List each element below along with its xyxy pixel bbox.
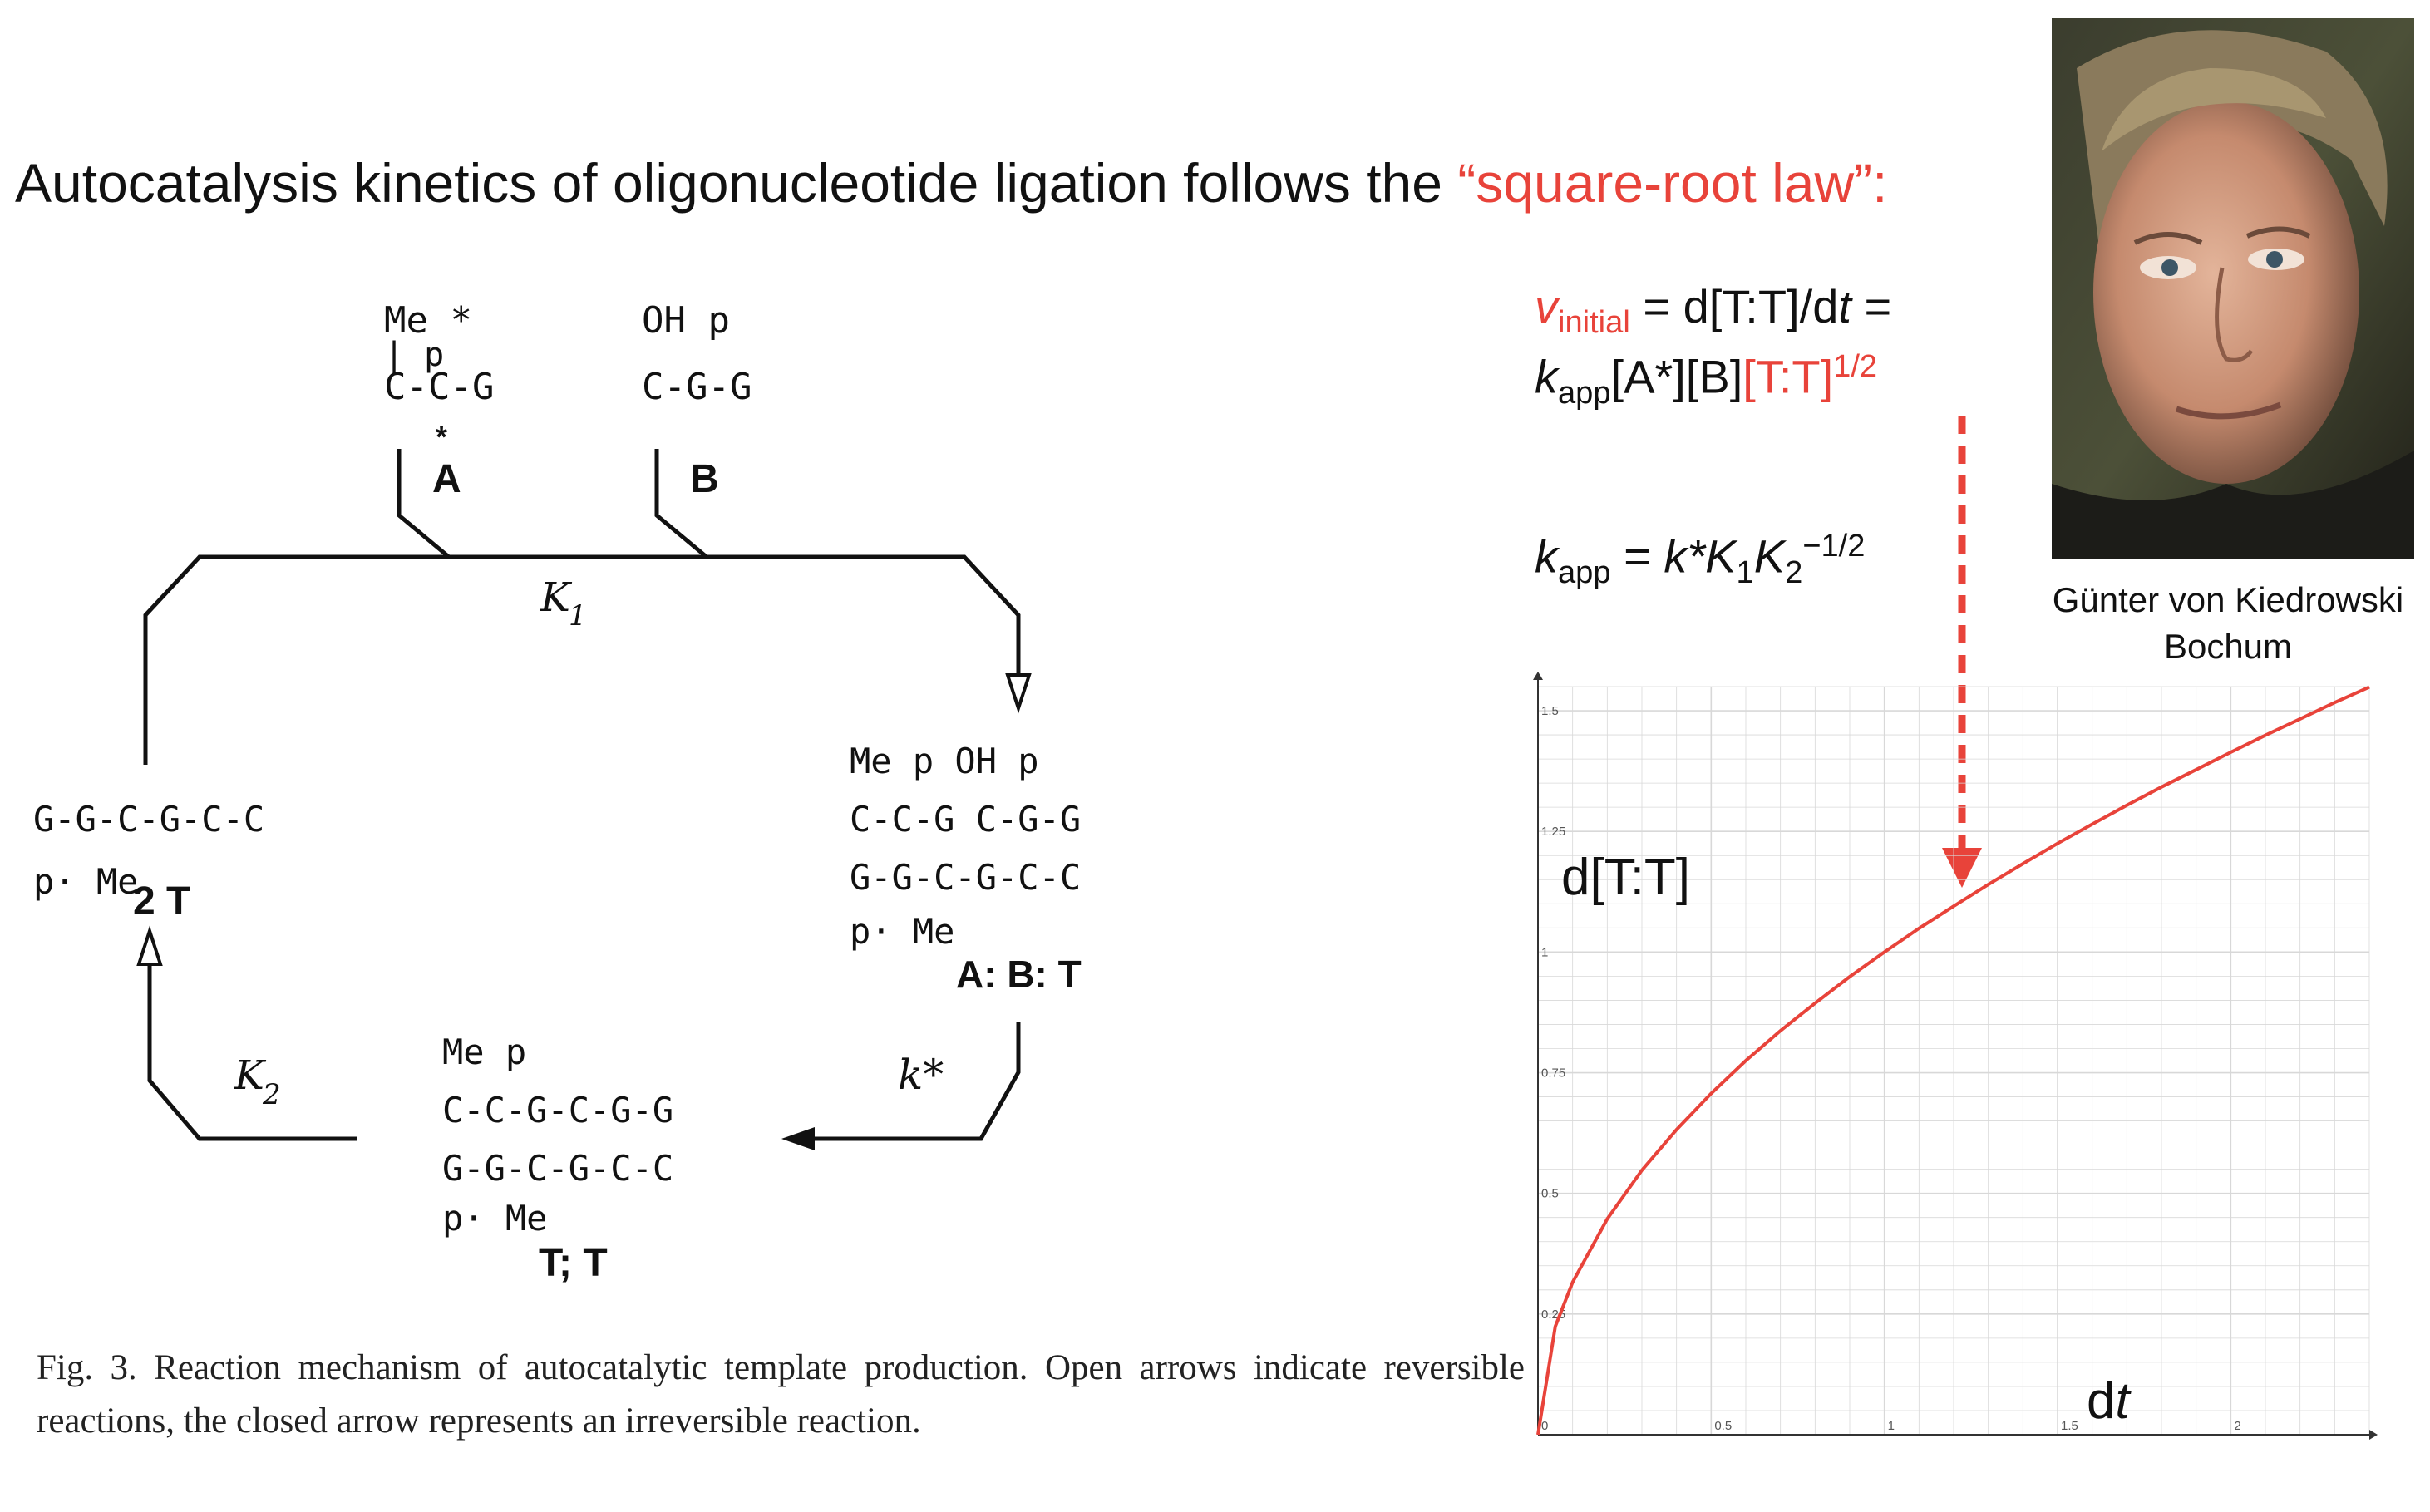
line-b-in <box>654 449 708 559</box>
y-axis-arrow <box>1533 672 1543 680</box>
eq3-K: K <box>1753 529 1786 583</box>
twot-row2: p· Me <box>33 861 138 902</box>
eq3-kstar: k*K <box>1664 529 1737 583</box>
chart-xlabel-t: t <box>2115 1372 2132 1430</box>
headline: Autocatalysis kinetics of oligonucleotid… <box>15 151 1887 214</box>
y-tick-label: 1.5 <box>1541 704 1559 718</box>
eq2-exp: 1/2 <box>1833 349 1878 384</box>
line-k2 <box>147 964 357 1141</box>
equation-rate-law: kapp[A*][B][T:T]1/2 <box>1535 349 1877 411</box>
a-mol-row2: | p <box>384 336 444 374</box>
chart-xlabel-d: d <box>2087 1372 2115 1430</box>
headline-text: Autocatalysis kinetics of oligonucleotid… <box>15 152 1458 214</box>
x-tick-label: 1 <box>1888 1419 1895 1433</box>
tt-row2: C-C-G-C-G-G <box>442 1090 673 1130</box>
eq1-rhs: = d[T:T]/d <box>1629 280 1839 332</box>
label-a: A <box>432 457 461 501</box>
abt-row4: p· Me <box>850 911 954 952</box>
portrait-name: Günter von Kiedrowski <box>2052 580 2404 619</box>
b-mol-row1: OH p <box>642 299 730 342</box>
y-tick-label: 1.25 <box>1541 825 1565 839</box>
label-abt: A: B: T <box>956 953 1082 996</box>
chart-grid <box>1537 686 2370 1436</box>
b-mol-row2: C-G-G <box>642 366 752 408</box>
eq2-k-sub: app <box>1558 375 1611 411</box>
eq3-sub2: 2 <box>1785 554 1803 590</box>
eq2-mid: [A*][B] <box>1610 350 1743 403</box>
chart-xlabel: dt <box>2087 1372 2132 1430</box>
eq2-k: k <box>1535 350 1558 403</box>
eq3-k: k <box>1535 529 1558 583</box>
x-tick-label: 2 <box>2234 1419 2240 1433</box>
equation-kapp: kapp = k*K1K2−1/2 <box>1535 529 1865 591</box>
headline-highlight: “square-root law”: <box>1457 152 1888 214</box>
eq3-sub1: 1 <box>1736 554 1754 590</box>
eq2-tt: [T:T] <box>1742 350 1834 403</box>
line-top <box>143 554 1021 765</box>
label-k1-sub: 1 <box>569 599 587 633</box>
chart-ylabel: d[T:T] <box>1561 849 1690 906</box>
label-k2-sub: 2 <box>262 1078 281 1111</box>
reaction-cycle-diagram: Me * | p C-C-G A * OH p C-G-G B K 1 Me p… <box>33 299 1082 1285</box>
tt-row1: Me p <box>442 1032 526 1072</box>
label-b: B <box>690 457 719 501</box>
label-k2: K <box>234 1052 267 1099</box>
eq3-k-sub: app <box>1558 554 1611 590</box>
eq1-t: t <box>1838 280 1851 332</box>
y-tick-label: 0.75 <box>1541 1066 1565 1081</box>
portrait-photo <box>2052 18 2414 559</box>
eq1-v-sub: initial <box>1558 305 1630 341</box>
open-arrowhead-left <box>136 925 163 966</box>
portrait-place: Bochum <box>2163 627 2293 666</box>
abt-row2: C-C-G C-G-G <box>850 799 1081 840</box>
label-tt: T; T <box>539 1241 608 1285</box>
chart-sqrt-curve <box>1536 685 2370 1436</box>
abt-row3: G-G-C-G-C-C <box>850 857 1081 898</box>
chart-axes <box>1533 672 2378 1440</box>
x-tick-label: 0 <box>1541 1419 1548 1433</box>
dashed-arrow <box>1942 416 1982 888</box>
eq1-v: v <box>1535 280 1558 332</box>
tt-row3: G-G-C-G-C-C <box>442 1148 673 1189</box>
eq1-end: = <box>1851 280 1892 332</box>
tt-row4: p· Me <box>442 1198 547 1239</box>
label-k1: K <box>540 574 573 621</box>
label-2t: 2 T <box>133 879 190 923</box>
eq3-exp: −1/2 <box>1802 529 1866 564</box>
x-axis-arrow <box>2369 1430 2378 1440</box>
x-tick-label: 1.5 <box>2061 1419 2078 1433</box>
dashed-arrow-head <box>1942 848 1982 888</box>
y-tick-label: 0.5 <box>1541 1187 1559 1201</box>
label-kstar: k* <box>898 1051 944 1099</box>
abt-row1: Me p OH p <box>850 741 1039 781</box>
open-arrowhead-top <box>1005 673 1032 714</box>
closed-arrowhead <box>781 1127 815 1150</box>
eq3-eq: = <box>1610 529 1664 583</box>
cycle-lines <box>143 449 1021 1141</box>
line-kstar <box>815 1022 1021 1141</box>
twot-row1: G-G-C-G-C-C <box>33 799 264 840</box>
portrait-credit: Günter von Kiedrowski Bochum <box>2012 577 2430 670</box>
equation-initial-rate: vinitial = d[T:T]/dt = <box>1535 279 1891 341</box>
figure-caption: Fig. 3. Reaction mechanism of autocataly… <box>37 1348 1525 1441</box>
y-tick-label: 1 <box>1541 945 1548 959</box>
line-a-in <box>397 449 451 559</box>
label-a-star: * <box>436 420 447 454</box>
a-mol-row1: Me * <box>384 299 472 342</box>
a-mol-row3: C-C-G <box>384 366 494 408</box>
x-tick-label: 0.5 <box>1714 1419 1732 1433</box>
